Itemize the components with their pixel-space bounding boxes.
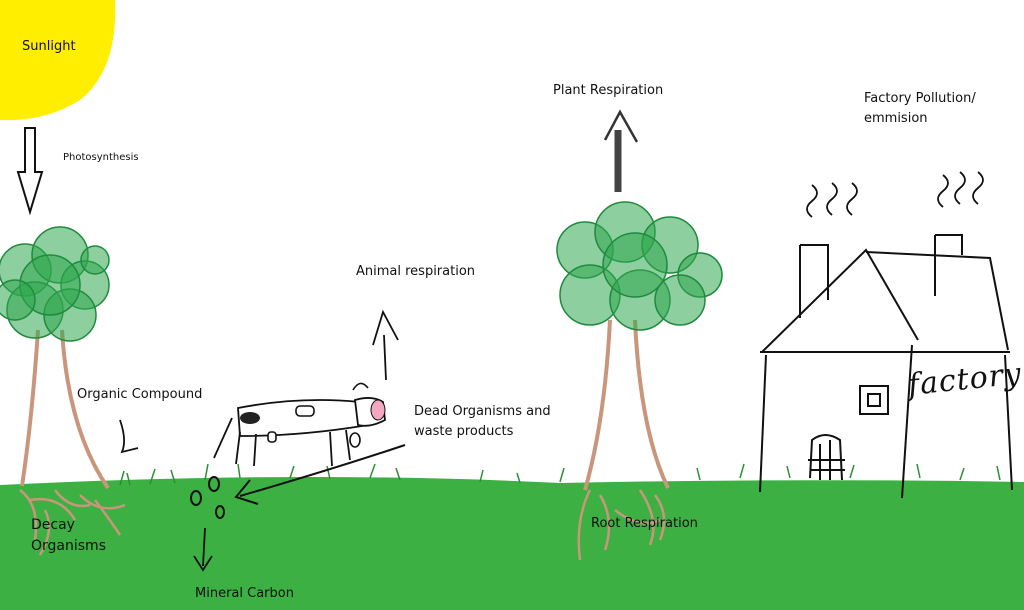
animal-respiration-arrow bbox=[372, 309, 399, 381]
animal-respiration-label: Animal respiration bbox=[356, 264, 476, 279]
dead-organisms-label-line2: waste products bbox=[414, 424, 514, 439]
organic-compound-label: Organic Compound bbox=[77, 387, 203, 402]
factory-smoke bbox=[806, 171, 984, 218]
dead-organisms-arrow bbox=[234, 444, 406, 505]
plant-respiration-label: Plant Respiration bbox=[553, 83, 664, 98]
decay-organisms-label-line2: Organisms bbox=[31, 538, 106, 554]
factory bbox=[759, 234, 1013, 499]
sunlight-label: Sunlight bbox=[22, 39, 76, 54]
left-tree bbox=[0, 226, 126, 556]
grass-ground bbox=[0, 463, 1024, 610]
right-tree bbox=[556, 201, 723, 561]
cow bbox=[213, 382, 386, 467]
organic-compound-arrow bbox=[119, 419, 139, 454]
dead-organisms-label-line1: Dead Organisms and bbox=[414, 404, 551, 419]
mineral-carbon-label: Mineral Carbon bbox=[195, 586, 294, 601]
factory-pollution-label-line1: Factory Pollution/ bbox=[864, 91, 976, 106]
mineral-carbon-arrow bbox=[193, 527, 213, 572]
plant-respiration-arrow bbox=[603, 109, 639, 192]
photosynthesis-arrow bbox=[16, 127, 44, 216]
decay-organisms-label-line1: Decay bbox=[31, 517, 75, 533]
sun bbox=[0, 0, 116, 121]
factory-pollution-label-line2: emmision bbox=[864, 111, 928, 126]
mineral-carbon-pebbles bbox=[190, 476, 225, 519]
root-respiration-label: Root Respiration bbox=[591, 516, 698, 531]
photosynthesis-label: Photosynthesis bbox=[63, 152, 139, 163]
